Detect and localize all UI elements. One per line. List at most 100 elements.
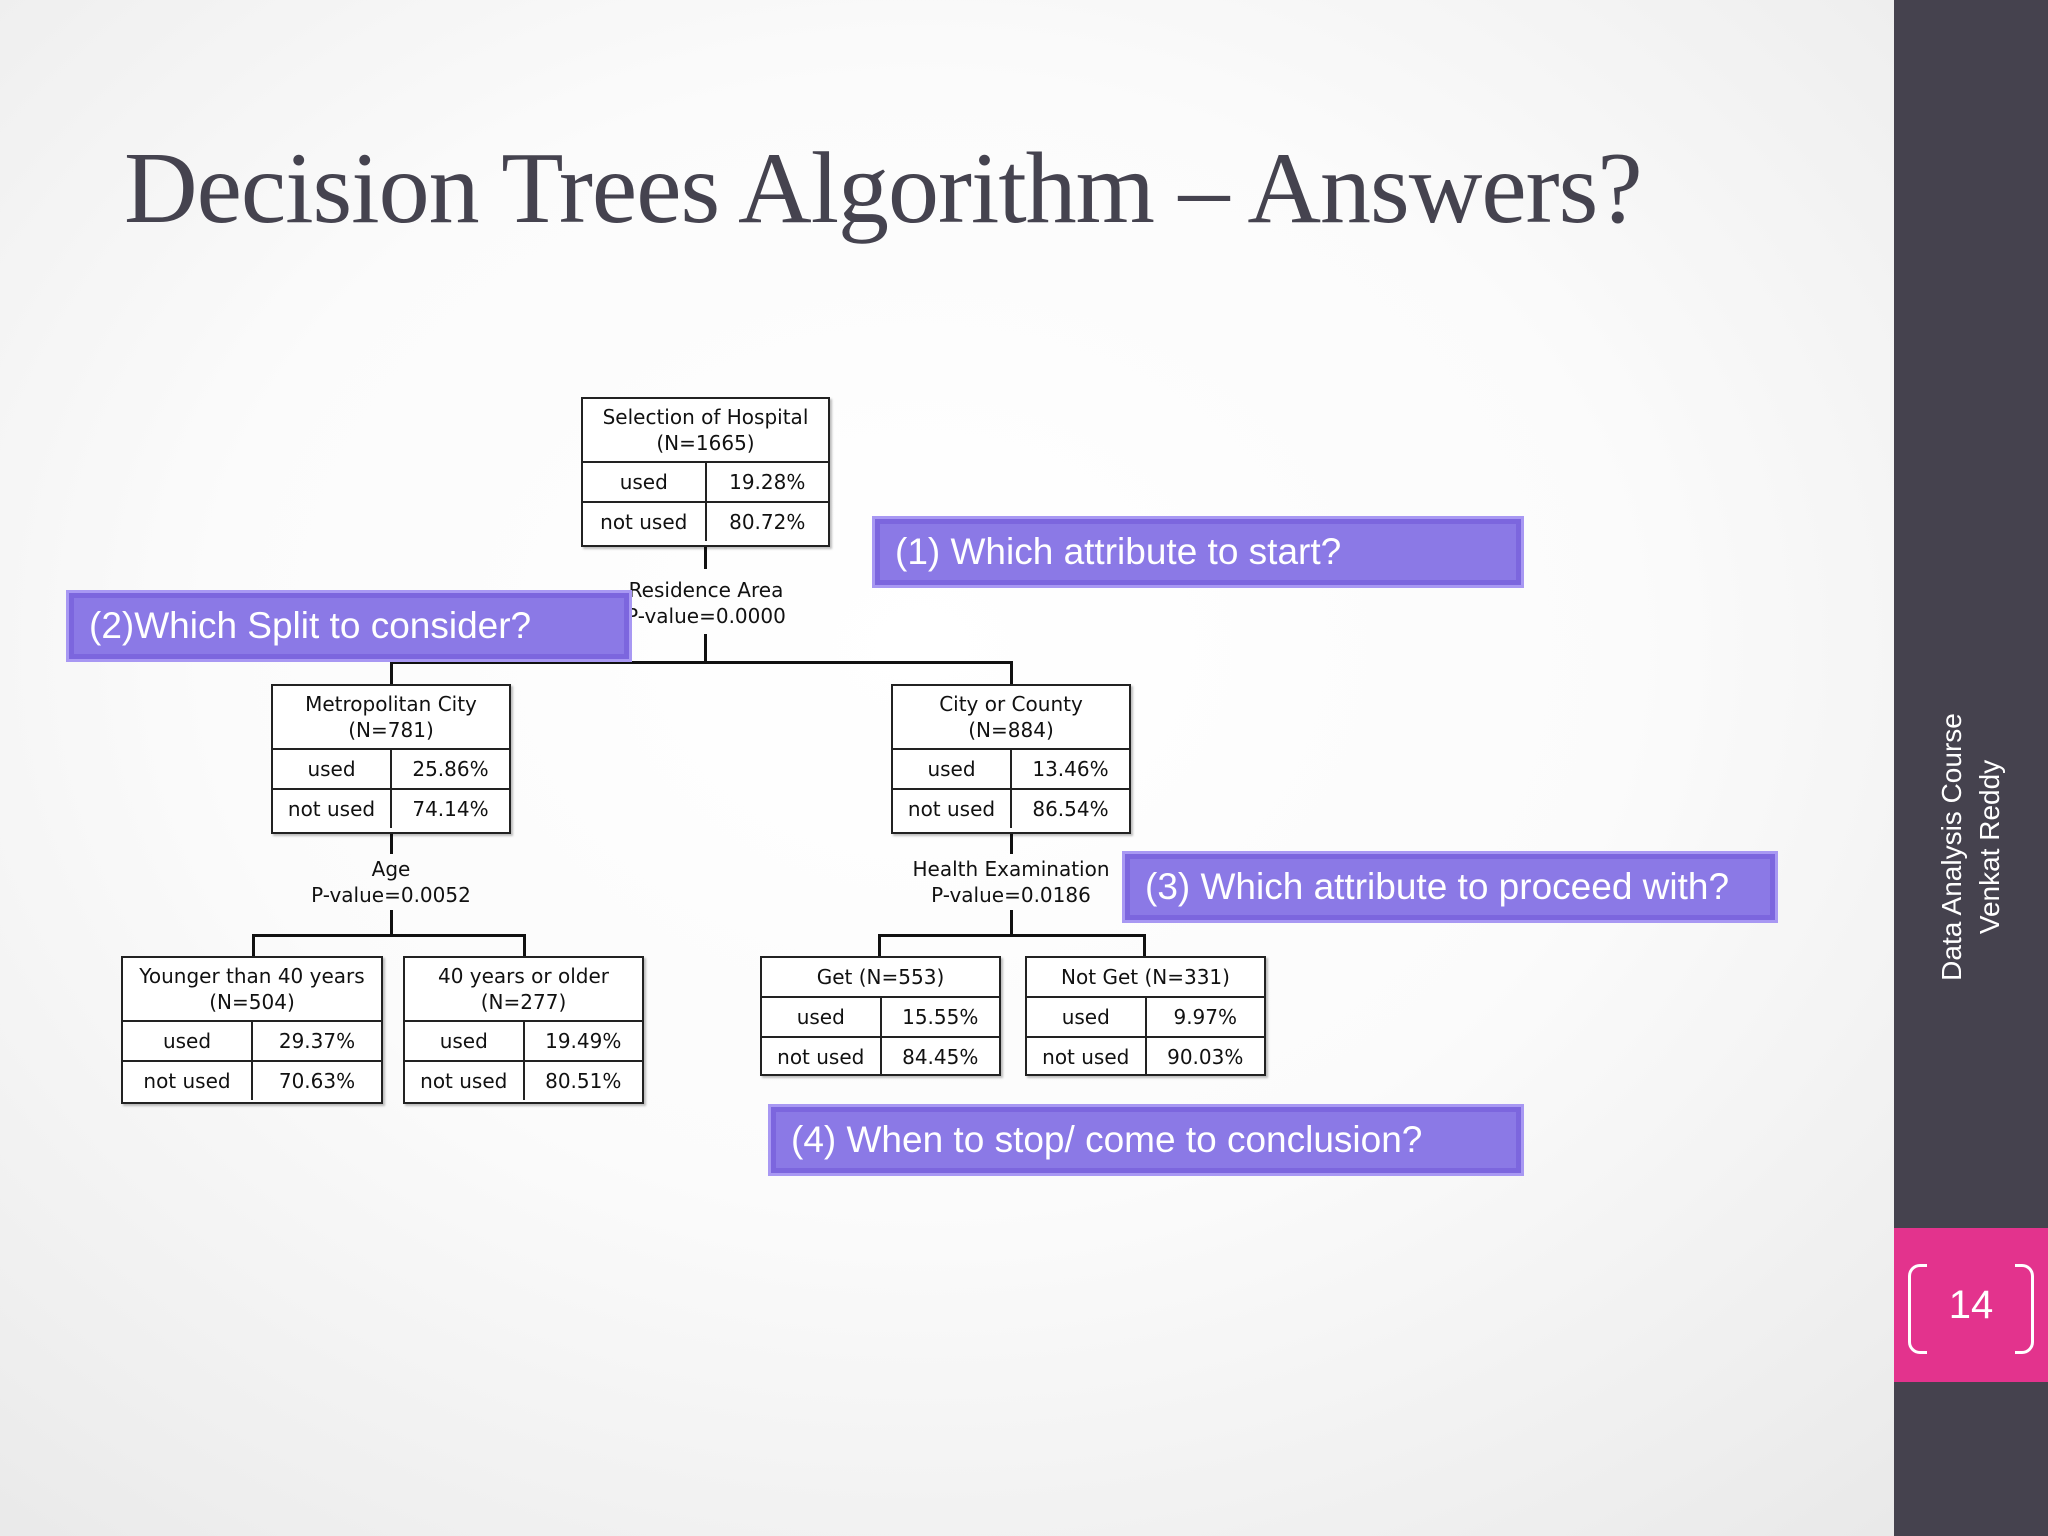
bracket-left-icon bbox=[1908, 1264, 1927, 1354]
node-title: City or County (N=884) bbox=[893, 686, 1129, 750]
node-cell-label: not used bbox=[405, 1062, 525, 1100]
connector-to-metro bbox=[390, 661, 393, 685]
connector-to-old bbox=[523, 934, 526, 958]
tree-node-get: Get (N=553) used 15.55% not used 84.45% bbox=[760, 956, 1001, 1076]
node-row-used: used 19.49% bbox=[405, 1022, 642, 1060]
split-label-health-exam: Health Examination P-value=0.0186 bbox=[912, 856, 1109, 908]
node-title-line1: 40 years or older bbox=[437, 964, 610, 988]
node-title-line1: Not Get (N=331) bbox=[1061, 965, 1230, 989]
node-row-used: used 19.28% bbox=[583, 463, 828, 501]
connector-metro-horizontal bbox=[252, 934, 526, 937]
node-cell-value: 29.37% bbox=[278, 1029, 356, 1053]
connector-root-split bbox=[704, 634, 707, 662]
node-title: Not Get (N=331) bbox=[1027, 958, 1264, 998]
connector-to-notget bbox=[1143, 934, 1146, 958]
node-title-line2: (N=504) bbox=[209, 990, 295, 1014]
node-title-line1: Younger than 40 years bbox=[139, 964, 365, 988]
node-cell-label: not used bbox=[123, 1062, 253, 1100]
slide-title: Decision Trees Algorithm – Answers? bbox=[124, 132, 1643, 245]
node-title-line1: Metropolitan City bbox=[305, 692, 477, 716]
node-cell-value: 70.63% bbox=[278, 1069, 356, 1093]
node-row-used: used 9.97% bbox=[1027, 998, 1264, 1036]
split-label-residence: Residence Area P-value=0.0000 bbox=[626, 577, 786, 629]
node-cell-value: 86.54% bbox=[1032, 797, 1109, 821]
node-cell-value: 80.72% bbox=[729, 510, 806, 534]
page-number: 14 bbox=[1948, 1283, 1994, 1327]
node-cell-label: used bbox=[123, 1022, 253, 1060]
sidebar-course-text: Data Analysis Course Venkat Reddy bbox=[1933, 713, 2009, 981]
split-attribute: Health Examination bbox=[912, 857, 1110, 881]
page-number-badge: 14 bbox=[1894, 1228, 2048, 1382]
node-cell-label: used bbox=[273, 750, 392, 788]
node-cell-value: 25.86% bbox=[412, 757, 489, 781]
tree-node-metropolitan: Metropolitan City (N=781) used 25.86% no… bbox=[271, 684, 511, 834]
node-cell-value: 9.97% bbox=[1173, 1005, 1238, 1029]
node-cell-label: used bbox=[583, 463, 707, 501]
node-title: 40 years or older (N=277) bbox=[405, 958, 642, 1022]
node-cell-label: not used bbox=[583, 503, 707, 541]
connector-to-young bbox=[252, 934, 255, 958]
node-cell-label: not used bbox=[273, 790, 392, 828]
node-row-used: used 15.55% bbox=[762, 998, 999, 1036]
connector-county-horizontal bbox=[878, 934, 1146, 937]
node-cell-value: 84.45% bbox=[902, 1045, 979, 1069]
node-row-not-used: not used 80.72% bbox=[583, 501, 828, 541]
connector-metro-split bbox=[390, 910, 393, 936]
split-pvalue: P-value=0.0052 bbox=[311, 883, 471, 907]
node-title: Selection of Hospital (N=1665) bbox=[583, 399, 828, 463]
sidebar-author: Venkat Reddy bbox=[1974, 759, 2005, 935]
bracket-right-icon bbox=[2015, 1264, 2034, 1354]
node-cell-label: used bbox=[405, 1022, 525, 1060]
node-title: Metropolitan City (N=781) bbox=[273, 686, 509, 750]
connector-county-split bbox=[1010, 910, 1013, 936]
tree-node-40-older: 40 years or older (N=277) used 19.49% no… bbox=[403, 956, 644, 1104]
connector-root-horizontal bbox=[390, 661, 1013, 664]
node-cell-value: 80.51% bbox=[545, 1069, 622, 1093]
node-row-used: used 25.86% bbox=[273, 750, 509, 788]
node-title-line2: (N=277) bbox=[480, 990, 567, 1014]
connector-metro-down bbox=[390, 832, 393, 854]
node-cell-label: used bbox=[1027, 998, 1147, 1036]
split-pvalue: P-value=0.0186 bbox=[931, 883, 1091, 907]
node-title-line2: (N=884) bbox=[968, 718, 1054, 742]
node-cell-value: 13.46% bbox=[1032, 757, 1109, 781]
node-title-line2: (N=1665) bbox=[656, 431, 755, 455]
split-pvalue: P-value=0.0000 bbox=[626, 604, 786, 628]
node-title-line1: Get (N=553) bbox=[816, 965, 945, 989]
node-cell-value: 90.03% bbox=[1167, 1045, 1244, 1069]
connector-to-county bbox=[1010, 661, 1013, 685]
callout-which-attribute-proceed: (3) Which attribute to proceed with? bbox=[1122, 851, 1778, 923]
tree-node-not-get: Not Get (N=331) used 9.97% not used 90.0… bbox=[1025, 956, 1266, 1076]
node-row-not-used: not used 74.14% bbox=[273, 788, 509, 828]
tree-node-younger-40: Younger than 40 years (N=504) used 29.37… bbox=[121, 956, 383, 1104]
node-title: Get (N=553) bbox=[762, 958, 999, 998]
node-title-line2: (N=781) bbox=[348, 718, 434, 742]
node-cell-label: used bbox=[762, 998, 882, 1036]
node-cell-value: 74.14% bbox=[412, 797, 489, 821]
node-cell-label: not used bbox=[893, 790, 1012, 828]
node-row-not-used: not used 70.63% bbox=[123, 1060, 381, 1100]
tree-node-root: Selection of Hospital (N=1665) used 19.2… bbox=[581, 397, 830, 547]
node-row-not-used: not used 86.54% bbox=[893, 788, 1129, 828]
node-row-not-used: not used 84.45% bbox=[762, 1036, 999, 1076]
node-cell-value: 15.55% bbox=[902, 1005, 979, 1029]
callout-when-to-stop: (4) When to stop/ come to conclusion? bbox=[768, 1104, 1524, 1176]
callout-which-attribute-start: (1) Which attribute to start? bbox=[872, 516, 1524, 588]
node-cell-label: not used bbox=[1027, 1038, 1147, 1076]
node-row-not-used: not used 80.51% bbox=[405, 1060, 642, 1100]
tree-node-city-county: City or County (N=884) used 13.46% not u… bbox=[891, 684, 1131, 834]
split-attribute: Age bbox=[371, 857, 411, 881]
sidebar-course-name: Data Analysis Course bbox=[1936, 713, 1967, 981]
node-title-line1: Selection of Hospital bbox=[602, 405, 809, 429]
connector-to-get bbox=[878, 934, 881, 958]
node-row-not-used: not used 90.03% bbox=[1027, 1036, 1264, 1076]
split-attribute: Residence Area bbox=[628, 578, 784, 602]
callout-which-split: (2)Which Split to consider? bbox=[66, 590, 632, 662]
node-title: Younger than 40 years (N=504) bbox=[123, 958, 381, 1022]
node-cell-label: not used bbox=[762, 1038, 882, 1076]
node-cell-value: 19.28% bbox=[729, 470, 806, 494]
node-cell-value: 19.49% bbox=[545, 1029, 622, 1053]
node-title-line1: City or County bbox=[939, 692, 1083, 716]
connector-root-down bbox=[704, 545, 707, 569]
connector-county-down bbox=[1010, 832, 1013, 854]
